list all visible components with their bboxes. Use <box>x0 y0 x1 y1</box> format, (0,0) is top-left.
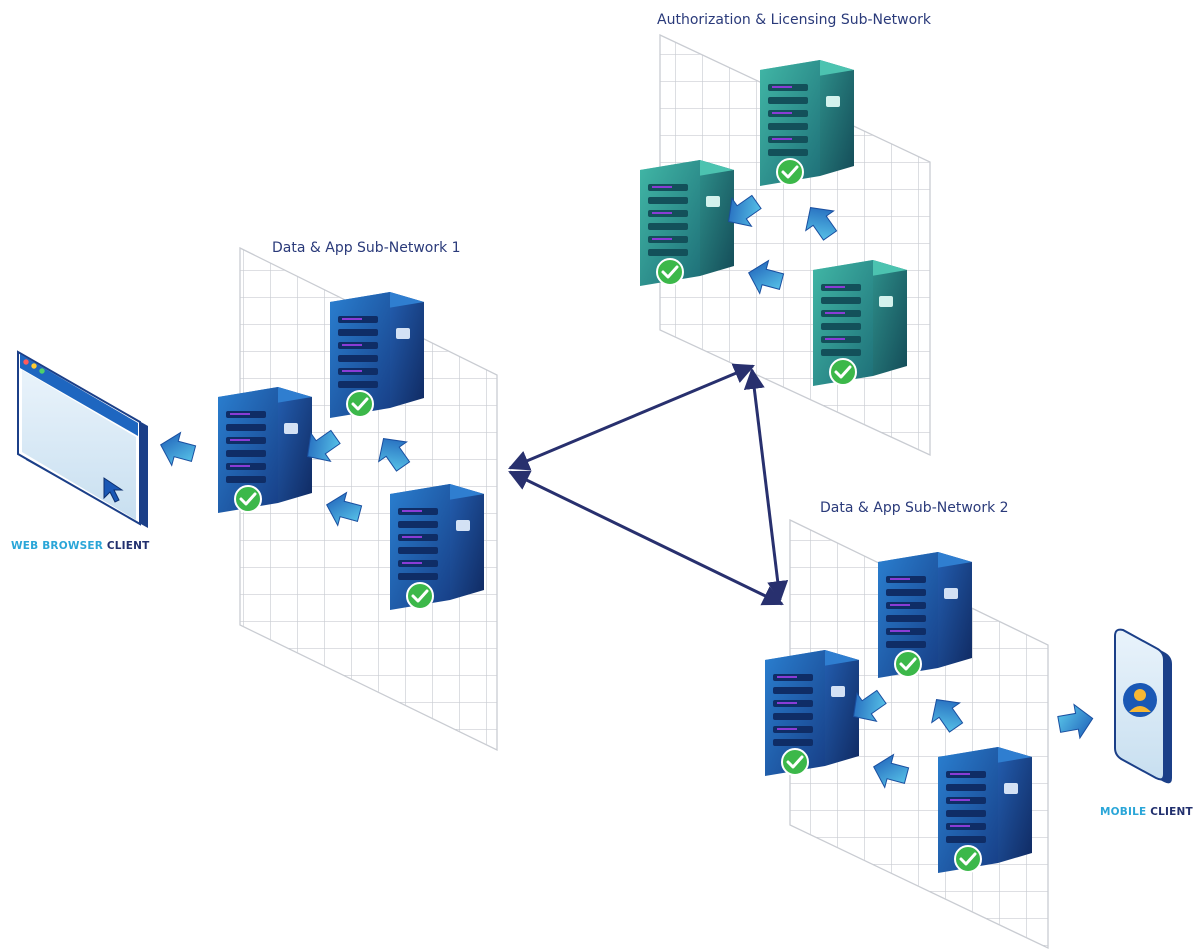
server-1a <box>328 290 426 420</box>
server-2c <box>936 745 1034 875</box>
mobile-client-suffix: CLIENT <box>1150 806 1193 818</box>
subnet-1-title: Data & App Sub-Network 1 <box>272 240 461 256</box>
browser-window-icon <box>17 350 148 528</box>
server-auth-a <box>758 58 856 188</box>
smartphone-icon <box>1114 628 1172 784</box>
server-2a <box>876 550 974 680</box>
server-auth-c <box>811 258 909 388</box>
subnet-1 <box>155 246 498 752</box>
subnet-2-title: Data & App Sub-Network 2 <box>820 500 1009 516</box>
flow-arrow-icon <box>155 427 199 471</box>
web-client-label: WEB BROWSER CLIENT <box>11 540 150 552</box>
subnet-auth-title: Authorization & Licensing Sub-Network <box>657 12 932 28</box>
flow-arrow-icon <box>1055 701 1097 742</box>
server-1c <box>388 482 486 612</box>
subnet-auth <box>638 33 931 457</box>
mobile-client-label: MOBILE CLIENT <box>1100 806 1193 818</box>
web-client-keyword: WEB BROWSER <box>11 540 104 552</box>
server-auth-b <box>638 158 736 288</box>
server-2b <box>763 648 861 778</box>
web-client-suffix: CLIENT <box>106 540 150 552</box>
server-1b <box>216 385 314 515</box>
network-links <box>508 363 789 606</box>
mobile-client-keyword: MOBILE <box>1100 806 1147 818</box>
subnet-2 <box>763 518 1097 950</box>
